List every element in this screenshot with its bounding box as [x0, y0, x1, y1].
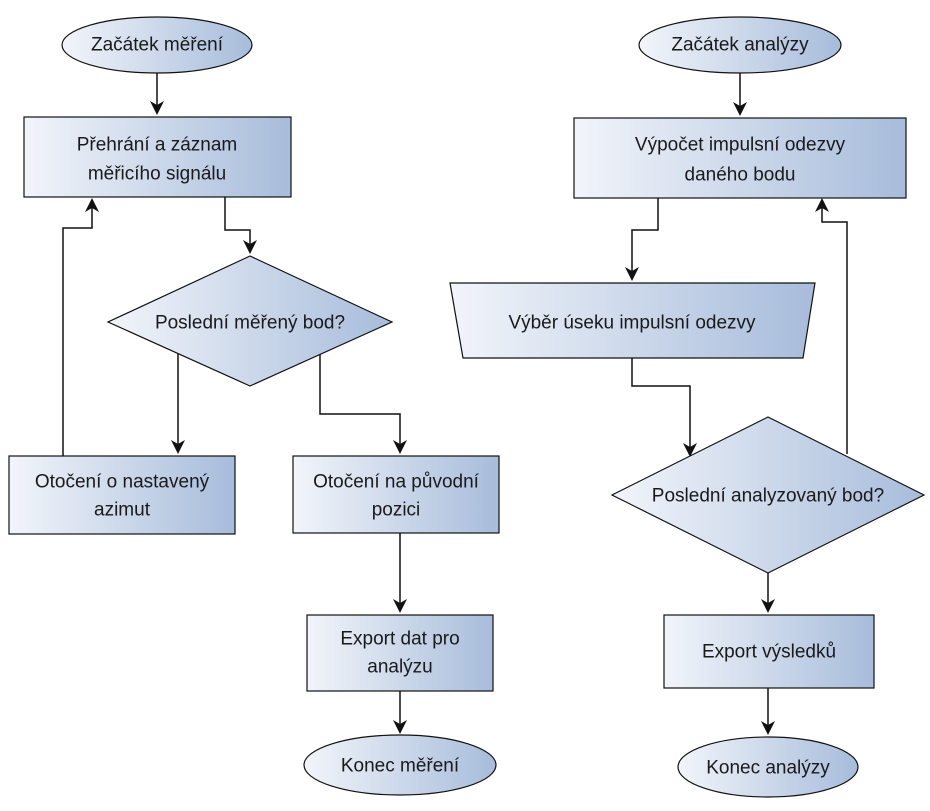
record-signal-label-line1: Přehrání a záznam — [77, 135, 238, 156]
last-analyzed-point-decision: Poslední analyzovaný bod? — [610, 416, 926, 574]
rotate-origin-label-line2: pozici — [372, 500, 421, 521]
select-segment-label: Výběr úseku impulsní odezvy — [508, 313, 756, 334]
edge-compute-to-select — [625, 198, 659, 281]
export-data-process: Export dat pro analýzu — [306, 614, 494, 692]
last-measured-point-label: Poslední měřený bod? — [155, 313, 345, 334]
export-results-process: Export výsledků — [663, 614, 875, 689]
edge-select-to-decision — [631, 358, 697, 457]
rotate-azimuth-label-line2: azimut — [94, 500, 151, 521]
analysis-flow: Začátek analýzy Výpočet impulsní odezvy … — [449, 16, 926, 798]
measurement-start-terminal: Začátek měření — [61, 16, 253, 74]
edge-decision-loop-to-compute — [815, 198, 848, 454]
measurement-end-label: Konec měření — [341, 756, 460, 777]
rotate-origin-label-line1: Otočení na původní — [313, 472, 480, 493]
analysis-end-terminal: Konec analýzy — [677, 736, 859, 798]
compute-impulse-label-line1: Výpočet impulsní odezvy — [635, 135, 846, 156]
select-segment-manual-operation: Výběr úseku impulsní odezvy — [449, 282, 816, 359]
analysis-start-label: Začátek analýzy — [671, 35, 809, 56]
rotate-origin-process: Otočení na původní pozici — [292, 455, 500, 534]
rotate-azimuth-process: Otočení o nastavený azimut — [8, 455, 236, 535]
compute-impulse-process: Výpočet impulsní odezvy daného bodu — [573, 117, 907, 199]
export-data-label-line1: Export dat pro — [340, 629, 459, 650]
export-results-label: Export výsledků — [702, 642, 836, 663]
export-data-label-line2: analýzu — [367, 657, 433, 678]
last-analyzed-point-label: Poslední analyzovaný bod? — [652, 486, 884, 507]
measurement-start-label: Začátek měření — [91, 35, 224, 56]
edge-decision-to-rotate-origin — [319, 354, 407, 454]
edge-record-to-decision — [224, 197, 257, 254]
last-measured-point-decision: Poslední měřený bod? — [106, 255, 394, 387]
record-signal-process: Přehrání a záznam měřicího signálu — [23, 116, 292, 198]
edge-rotate-azimuth-loop-to-record — [62, 198, 99, 456]
measurement-end-terminal: Konec měření — [303, 734, 497, 796]
measurement-flow: Začátek měření Přehrání a záznam měřicíh… — [8, 16, 500, 796]
compute-impulse-label-line2: daného bodu — [685, 165, 796, 186]
analysis-end-label: Konec analýzy — [706, 758, 830, 779]
analysis-start-terminal: Začátek analýzy — [638, 16, 842, 74]
rotate-azimuth-label-line1: Otočení o nastavený — [35, 472, 210, 493]
record-signal-label-line2: měřicího signálu — [88, 164, 226, 185]
